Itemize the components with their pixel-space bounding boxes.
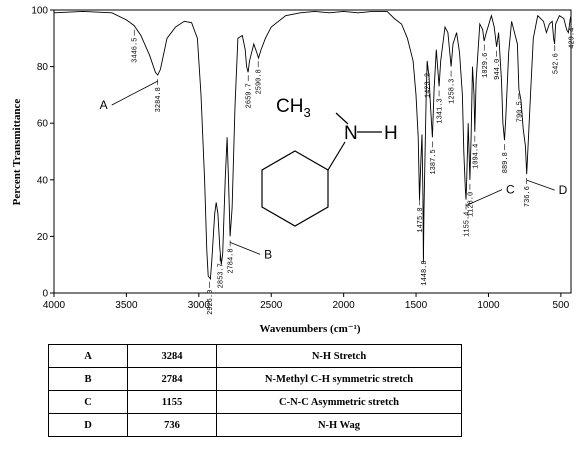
peak-label: 1475.0	[417, 207, 425, 232]
x-tick-label: 3500	[115, 300, 138, 311]
peak-label: 1341.3	[437, 98, 445, 123]
y-axis-label: Percent Transmittance	[11, 99, 23, 206]
axis-ticks	[50, 9, 562, 297]
molecule-structure: CH3 N H	[261, 96, 398, 227]
ring-to-n-bond	[327, 141, 346, 171]
x-tick-label: 500	[553, 300, 570, 311]
methyl-ch: CH	[276, 96, 303, 117]
callout-leader	[526, 179, 555, 191]
wavenumber-cell: 3284	[127, 344, 217, 368]
callout-leader	[111, 80, 158, 106]
wavenumber-cell: 736	[127, 413, 217, 437]
y-tick-labels: 0 20 40 60 80 100	[31, 6, 48, 300]
y-tick-label: 20	[37, 232, 49, 243]
peak-label: 790.5	[516, 101, 524, 122]
methyl-subscript: 3	[303, 105, 310, 120]
peak-label: 1128.0	[467, 192, 475, 217]
wavenumber-cell: 2784	[127, 367, 217, 391]
peak-label: 542.6	[552, 53, 560, 74]
peak-label: 1387.5	[430, 149, 438, 174]
peak-label: 736.6	[524, 186, 532, 207]
peak-label: 1423.2	[425, 73, 433, 98]
assignment-cell: N-Methyl C-H symmetric stretch	[216, 367, 462, 391]
peak-label: 3284.8	[155, 87, 163, 112]
series-line	[53, 10, 572, 281]
peak-label: 2590.8	[256, 69, 264, 94]
peak-letter-cell: C	[48, 390, 128, 414]
peak-letter-cell: A	[48, 344, 128, 368]
x-tick-label: 1500	[405, 300, 428, 311]
assignment-cell: N-H Stretch	[216, 344, 462, 368]
peak-label: 1155.4	[464, 212, 472, 237]
peak-label: 429.4	[569, 28, 577, 49]
peak-label: 889.8	[502, 152, 510, 173]
cyclohexane-ring	[261, 150, 329, 227]
peak-label: 3446.5	[132, 38, 140, 63]
y-tick-label: 80	[37, 62, 49, 73]
peak-label: 2659.7	[246, 83, 254, 108]
x-tick-label: 2500	[260, 300, 283, 311]
peak-label: 2926.0	[207, 290, 215, 315]
y-tick-label: 60	[37, 119, 49, 130]
assignment-cell: C-N-C Asymmetric stretch	[216, 390, 462, 414]
plot-frame	[53, 9, 572, 294]
callout-label: D	[559, 183, 568, 197]
peak-label: 944.0	[494, 59, 502, 80]
x-tick-label: 1000	[477, 300, 500, 311]
peak-letter-cell: B	[48, 367, 128, 391]
peak-label: 1258.3	[449, 79, 457, 104]
peak-label: 1094.4	[472, 144, 480, 169]
callout-label: C	[506, 183, 515, 197]
peak-label: 1029.6	[482, 53, 490, 78]
peak-label: 2784.8	[228, 248, 236, 273]
x-tick-labels: 4000 3500 3000 2500 2000 1500 1000 500	[43, 300, 570, 311]
n-to-methyl-bond	[335, 112, 349, 125]
callout-leader	[229, 242, 261, 255]
methyl-label: CH3	[276, 96, 311, 120]
nitrogen-label: N	[344, 123, 358, 144]
callout-label: B	[264, 247, 272, 261]
x-tick-label: 4000	[43, 300, 66, 311]
callout-leader	[465, 189, 503, 206]
y-tick-label: 100	[31, 6, 48, 17]
x-tick-label: 2000	[333, 300, 356, 311]
peak-label: 2853.7	[218, 263, 226, 288]
y-tick-label: 0	[42, 289, 48, 300]
ir-spectrum-chart: 4000 3500 3000 2500 2000 1500 1000 500 0 20 40 60 8…	[11, 6, 577, 336]
hydrogen-label: H	[384, 123, 398, 144]
x-axis-label: Wavenumbers (cm⁻¹)	[259, 323, 360, 335]
assignment-cell: N-H Wag	[216, 413, 462, 437]
y-tick-label: 40	[37, 175, 49, 186]
x-tick-label: 3000	[188, 300, 211, 311]
peak-letter-cell: D	[48, 413, 128, 437]
wavenumber-cell: 1155	[127, 390, 217, 414]
callouts: A B C D	[100, 80, 568, 261]
peak-label: 1448.8	[421, 260, 429, 285]
callout-label: A	[100, 98, 108, 112]
